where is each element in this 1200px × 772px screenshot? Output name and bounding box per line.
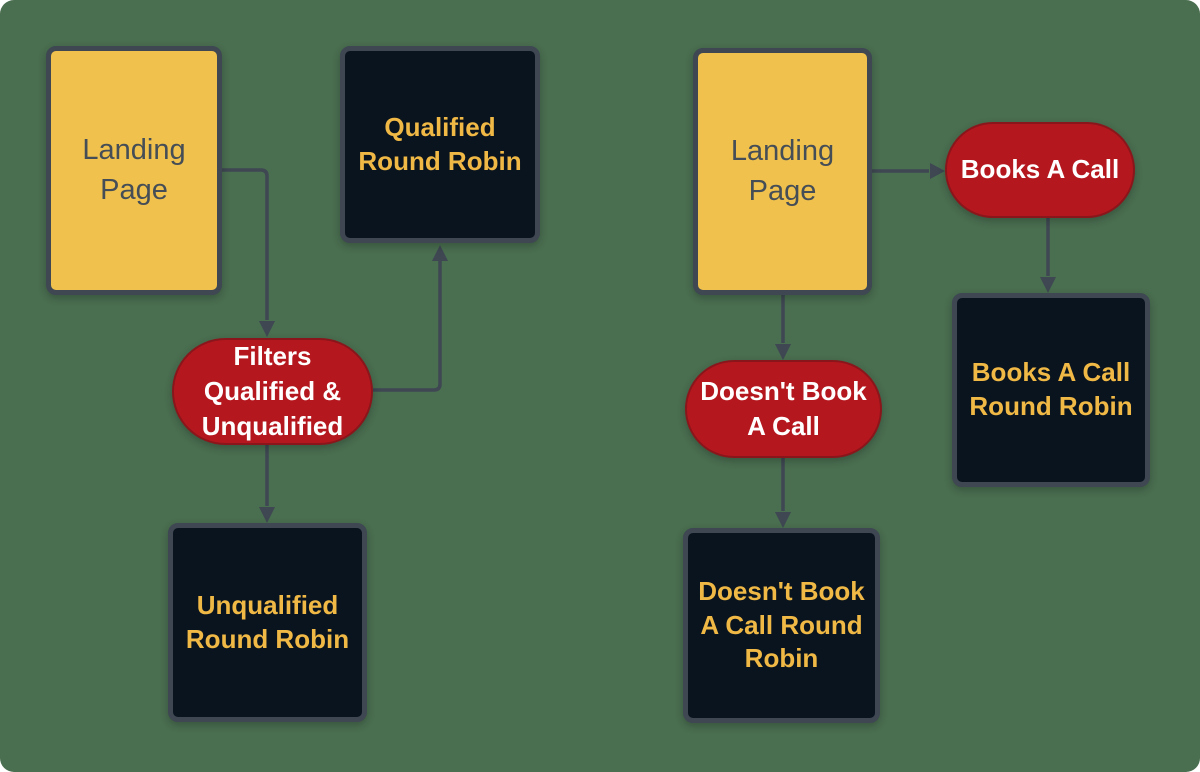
node-doesnt-book-a-call[interactable]: Doesn't Book A Call — [685, 360, 882, 458]
edge-landing-to-books — [872, 163, 945, 179]
edge-doesnt-book-to-rr — [775, 458, 791, 528]
node-label: Unqualified Round Robin — [185, 589, 350, 654]
edge-filter-to-unqualified — [259, 445, 275, 523]
node-unqualified-round-robin[interactable]: Unqualified Round Robin — [168, 523, 367, 722]
arrowhead-down-icon — [259, 321, 275, 337]
edge-filter-to-qualified — [373, 245, 448, 392]
node-landing-page-left[interactable]: Landing Page — [46, 46, 222, 295]
arrowhead-down-icon — [775, 344, 791, 360]
node-label: Doesn't Book A Call Round Robin — [698, 575, 865, 674]
edge-books-to-books-rr — [1040, 218, 1056, 293]
node-qualified-round-robin[interactable]: Qualified Round Robin — [340, 46, 540, 243]
node-label: Doesn't Book A Call — [700, 375, 867, 441]
arrowhead-down-icon — [1040, 277, 1056, 293]
arrowhead-right-icon — [930, 163, 945, 179]
node-landing-page-right[interactable]: Landing Page — [693, 48, 872, 295]
node-books-a-call-round-robin[interactable]: Books A Call Round Robin — [952, 293, 1150, 487]
arrowhead-down-icon — [259, 507, 275, 523]
node-doesnt-book-a-call-round-robin[interactable]: Doesn't Book A Call Round Robin — [683, 528, 880, 723]
node-label: Qualified Round Robin — [358, 111, 522, 176]
node-filters-qualified-unqualified[interactable]: Filters Qualified & Unqualified — [172, 338, 373, 445]
arrowhead-up-icon — [432, 245, 448, 261]
arrowhead-down-icon — [775, 512, 791, 528]
edge-landing-to-filter — [222, 168, 275, 337]
edge-landing-to-doesnt-book — [775, 295, 791, 360]
node-books-a-call[interactable]: Books A Call — [945, 122, 1135, 218]
node-label: Landing Page — [730, 135, 835, 207]
node-label: Filters Qualified & Unqualified — [201, 340, 344, 442]
node-label: Books A Call Round Robin — [969, 357, 1133, 421]
node-label: Books A Call — [960, 154, 1120, 185]
node-label: Landing Page — [82, 134, 186, 206]
